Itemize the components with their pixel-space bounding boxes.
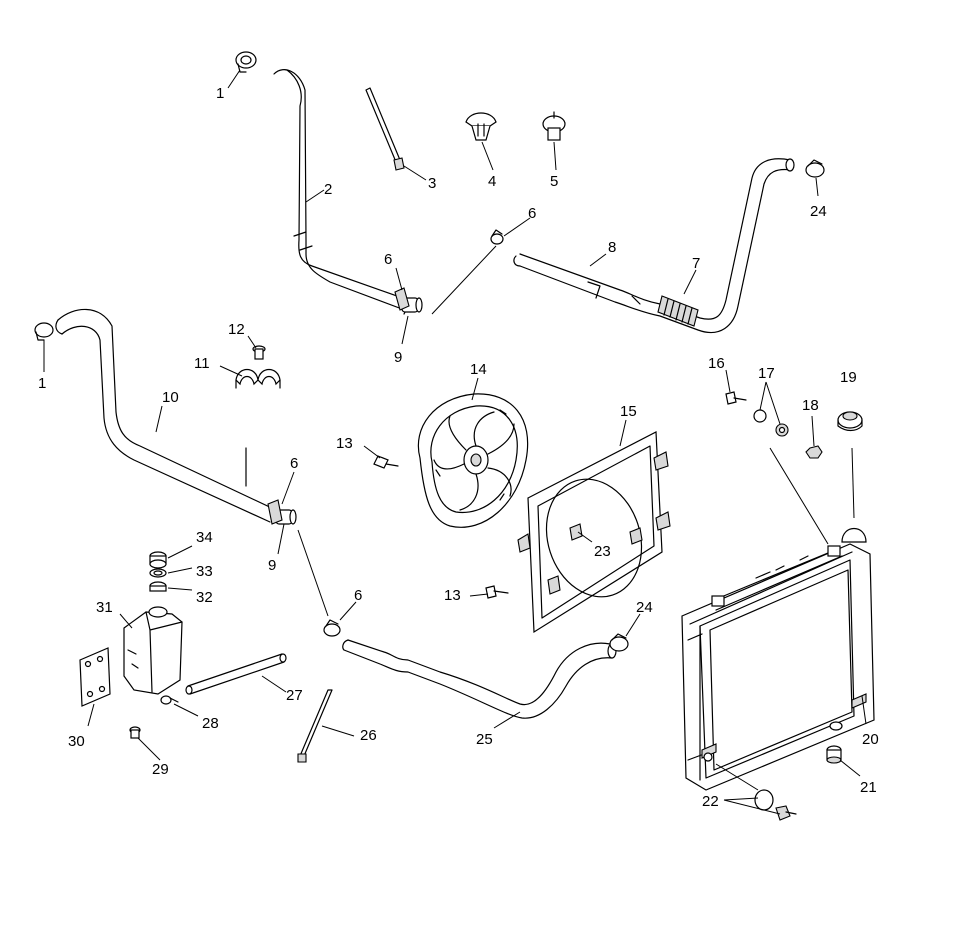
cable-tie-26 xyxy=(297,689,333,763)
label-28: 28 xyxy=(202,715,219,732)
label-1-left: 1 xyxy=(38,375,46,392)
label-5: 5 xyxy=(550,173,558,190)
label-2: 2 xyxy=(324,181,332,198)
radiator-cap-19 xyxy=(837,411,863,432)
label-19: 19 xyxy=(840,369,857,386)
coolant-hose-10 xyxy=(55,308,277,523)
label-6-left: 6 xyxy=(290,455,298,472)
label-6-upper: 6 xyxy=(384,251,392,268)
grommet-5 xyxy=(542,111,566,141)
hose-clamp-1-top xyxy=(235,51,257,73)
label-12: 12 xyxy=(228,321,245,338)
label-10: 10 xyxy=(162,389,179,406)
cooling-fan-14 xyxy=(417,393,529,528)
coolant-reservoir-31 xyxy=(123,606,183,695)
label-22: 22 xyxy=(702,793,719,810)
label-4: 4 xyxy=(488,173,496,190)
grommet-4 xyxy=(465,112,497,141)
hose-clamp-6-bottom xyxy=(323,619,341,637)
label-34: 34 xyxy=(196,529,213,546)
bolt-12 xyxy=(252,345,266,360)
cable-tie-3 xyxy=(365,87,405,171)
label-6-bottom: 6 xyxy=(354,587,362,604)
nut-18 xyxy=(805,445,823,459)
hose-clamp-1-left xyxy=(34,322,54,341)
label-8: 8 xyxy=(608,239,616,256)
radiator-20 xyxy=(681,527,875,791)
label-9-lower: 9 xyxy=(268,557,276,574)
label-25: 25 xyxy=(476,731,493,748)
label-30: 30 xyxy=(68,733,85,750)
hose-clamp-6-mid xyxy=(490,229,504,245)
label-32: 32 xyxy=(196,589,213,606)
mounting-bolt-13-upper xyxy=(373,455,399,469)
hose-protector-sleeve-7 xyxy=(657,295,699,327)
callout-labels: 1 1 2 3 4 5 6 6 6 6 7 8 9 9 10 11 12 13 … xyxy=(38,85,879,810)
label-17: 17 xyxy=(758,365,775,382)
hose-clamp-6-upper xyxy=(394,287,410,311)
hose-bracket-11 xyxy=(235,368,281,389)
hose-clamp-28 xyxy=(160,695,179,705)
overflow-hose-27 xyxy=(185,653,287,695)
washer-17 xyxy=(753,409,767,423)
mounting-bolt-13-lower xyxy=(485,585,509,599)
lower-coolant-hose-25 xyxy=(342,639,617,719)
label-13-lower: 13 xyxy=(444,587,461,604)
temperature-sensor-22 xyxy=(754,789,797,821)
screw-29 xyxy=(129,726,141,739)
label-11: 11 xyxy=(194,355,210,372)
label-18: 18 xyxy=(802,397,819,414)
label-24-lower: 24 xyxy=(636,599,653,616)
label-21: 21 xyxy=(860,779,877,796)
label-6-mid: 6 xyxy=(528,205,536,222)
label-14: 14 xyxy=(470,361,487,378)
leader-lines xyxy=(43,69,867,815)
screw-16 xyxy=(725,391,747,405)
label-13-upper: 13 xyxy=(336,435,353,452)
label-3: 3 xyxy=(428,175,436,192)
hose-clamp-24-lower xyxy=(609,633,629,652)
label-26: 26 xyxy=(360,727,377,744)
label-31: 31 xyxy=(96,599,113,616)
o-ring-33 xyxy=(149,568,167,578)
seal-32 xyxy=(149,581,167,592)
label-7: 7 xyxy=(692,255,700,272)
reservoir-cap-34 xyxy=(149,551,167,569)
label-20: 20 xyxy=(862,731,879,748)
label-23: 23 xyxy=(594,543,611,560)
label-29: 29 xyxy=(152,761,169,778)
nut-17 xyxy=(775,423,789,437)
hose-clamp-6-lower xyxy=(267,499,283,525)
label-27: 27 xyxy=(286,687,303,704)
label-33: 33 xyxy=(196,563,213,580)
label-24-upper: 24 xyxy=(810,203,827,220)
hose-clamp-24-upper xyxy=(805,159,825,178)
label-15: 15 xyxy=(620,403,637,420)
label-9-upper: 9 xyxy=(394,349,402,366)
fan-shroud-15 xyxy=(517,431,671,634)
reservoir-bracket-30 xyxy=(79,647,111,707)
upper-coolant-hose xyxy=(273,69,415,315)
label-16: 16 xyxy=(708,355,725,372)
coolant-hose-8 xyxy=(513,158,795,334)
drain-plug-21 xyxy=(826,745,842,764)
label-1-top: 1 xyxy=(216,85,224,102)
